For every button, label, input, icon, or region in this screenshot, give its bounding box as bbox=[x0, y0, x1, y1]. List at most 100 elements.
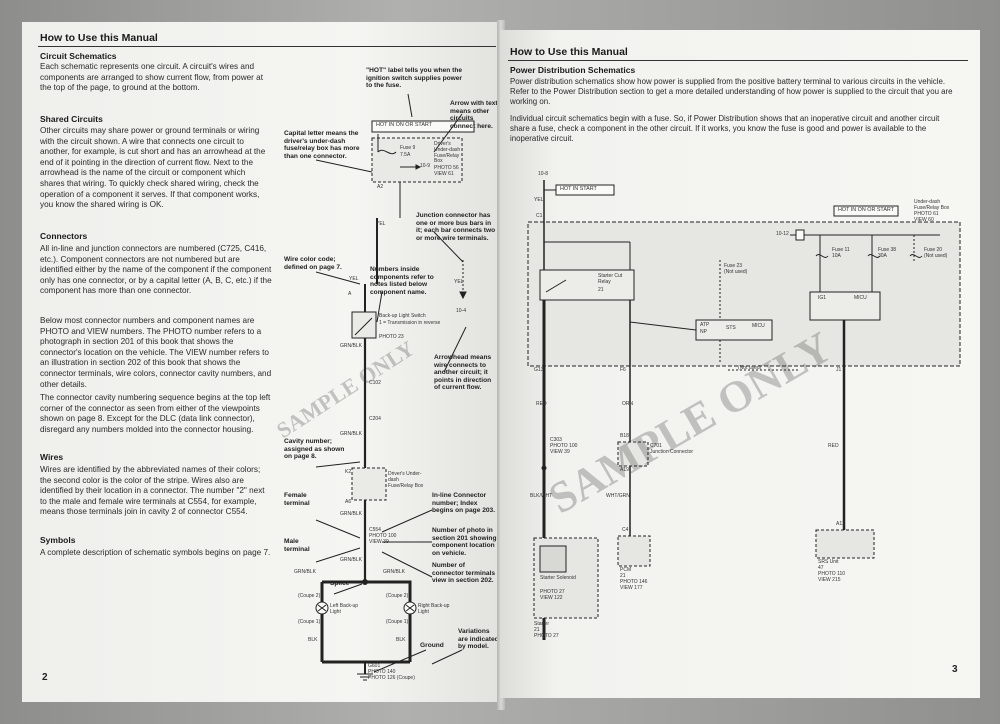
power-distribution-diagram bbox=[527, 180, 961, 640]
cavity-a19: A19 bbox=[620, 467, 629, 473]
fuse-20-notused: (Not used) bbox=[924, 253, 948, 259]
np-label: NP bbox=[700, 329, 707, 335]
c554-view: VIEW 39 bbox=[369, 539, 389, 545]
callout-arrowhead: Arrowhead means wire connects to another… bbox=[434, 354, 492, 392]
section-title-power-distribution: Power Distribution Schematics bbox=[510, 65, 636, 75]
fuse-box-name: Driver's Under-dash Fuse/Relay Box bbox=[434, 141, 461, 165]
wire-red-1: RED bbox=[536, 401, 547, 407]
ref-10-8: 10-8 bbox=[538, 171, 549, 177]
cavity-g13: G13 bbox=[534, 367, 544, 373]
callout-ground: Ground bbox=[420, 642, 444, 649]
pcm-number: 21 bbox=[620, 573, 626, 579]
srs-component bbox=[815, 529, 875, 559]
circuit-example-diagram bbox=[315, 93, 475, 681]
coupe-2-left: (Coupe 2) bbox=[298, 593, 321, 599]
srs-number: 47 bbox=[818, 565, 824, 571]
fuse-38-amps: 30A bbox=[878, 253, 887, 259]
wire-yel: YEL bbox=[534, 197, 544, 203]
hot-on-start-box bbox=[833, 205, 899, 217]
connector-c102: C102 bbox=[369, 380, 381, 386]
wire-blk-wht: BLK/WHT bbox=[530, 493, 553, 499]
hot-label-box bbox=[371, 120, 475, 133]
callout-variations: Variations are indicated by model. bbox=[458, 628, 499, 651]
starter-relay-number: 21 bbox=[598, 287, 604, 293]
fuse-11-amps: 10A bbox=[832, 253, 841, 259]
wire-yel-3: YEL bbox=[454, 279, 464, 285]
cavity-k2: K2 bbox=[345, 469, 352, 475]
callout-numbers-inside: Numbers inside components refer to notes… bbox=[370, 266, 434, 296]
left-page-header: How to Use this Manual bbox=[40, 32, 158, 44]
fuse-box-photo: PHOTO 56 bbox=[434, 165, 459, 171]
callout-hot-label: "HOT" label tells you when the ignition … bbox=[366, 67, 463, 90]
pcm-photo: PHOTO 146 bbox=[620, 579, 648, 585]
coupe-2-right: (Coupe 2) bbox=[386, 593, 409, 599]
starter-solenoid-label: Starter Solenoid bbox=[540, 575, 576, 581]
wire-yel-1: YEL bbox=[376, 221, 386, 227]
fuse-label: Fuse 9 bbox=[400, 145, 416, 151]
cavity-f6: F6 bbox=[620, 367, 626, 373]
callout-junction-connector: Junction connector has one or more bus b… bbox=[416, 212, 496, 242]
callout-splice: Splice bbox=[330, 580, 350, 587]
junction-label: Junction Connector bbox=[650, 449, 694, 455]
right-header-rule bbox=[508, 60, 968, 61]
right-backup-light-label: Right Back-up Light bbox=[418, 603, 450, 615]
para-shared-circuits: Other circuits may share power or ground… bbox=[40, 126, 266, 210]
starter-number: 21 bbox=[534, 627, 540, 633]
left-backup-light-label: Left Back-up Light bbox=[330, 603, 359, 615]
atp-label: ATP bbox=[700, 322, 710, 328]
section-title-symbols: Symbols bbox=[40, 535, 76, 545]
wire-orn: ORN bbox=[622, 401, 634, 407]
para-wires: Wires are identified by the abbreviated … bbox=[40, 465, 265, 517]
cavity-a6: A6 bbox=[345, 499, 352, 505]
left-page-number: 2 bbox=[42, 672, 48, 683]
connector-c701: C701 bbox=[650, 443, 662, 449]
right-page-header: How to Use this Manual bbox=[510, 46, 628, 58]
starter-label: Starter bbox=[534, 621, 550, 627]
callout-arrow-text: Arrow with text means other circuits con… bbox=[450, 100, 498, 130]
connector-c303: C303 bbox=[550, 437, 562, 443]
fuse-23-notused: (Not used) bbox=[724, 269, 748, 275]
callout-capital-letter: Capital letter means the driver's under-… bbox=[284, 130, 360, 160]
c303-photo: PHOTO 100 bbox=[550, 443, 578, 449]
section-title-shared-circuits: Shared Circuits bbox=[40, 114, 103, 124]
callout-wire-color: Wire color code; defined on page 7. bbox=[284, 256, 342, 271]
micu-label-2: MICU bbox=[854, 295, 867, 301]
underdash-photo: PHOTO 61 bbox=[914, 211, 939, 217]
cavity-a: A bbox=[348, 291, 352, 297]
pcm-view: VIEW 177 bbox=[620, 585, 643, 591]
pcm-label: PCM bbox=[620, 567, 632, 573]
callout-connector-view: Number of connector terminals view in se… bbox=[432, 562, 496, 585]
ref-10-12: 10-12 bbox=[776, 231, 789, 237]
switch-name: Back-up Light Switch bbox=[379, 313, 426, 319]
callout-cavity-number: Cavity number; assigned as shown on page… bbox=[284, 438, 345, 461]
ig1-label: IG1 bbox=[818, 295, 827, 301]
coupe-1-left: (Coupe 1) bbox=[298, 619, 321, 625]
sts-label: STS bbox=[726, 325, 736, 331]
fuse-symbol bbox=[377, 149, 397, 155]
starter-photo: PHOTO 27 bbox=[534, 633, 559, 639]
section-title-connectors: Connectors bbox=[40, 231, 88, 241]
right-page: How to Use this Manual Power Distributio… bbox=[500, 30, 980, 698]
callout-female-terminal: Female terminal bbox=[284, 492, 310, 507]
fuse-box-view: VIEW 61 bbox=[434, 171, 454, 177]
hot-in-start-label: HOT IN START bbox=[560, 186, 597, 192]
fuse-box-outline bbox=[371, 137, 463, 183]
cavity-a12: A12 bbox=[836, 521, 845, 527]
srs-unit-label: SRS Unit bbox=[818, 559, 839, 565]
para-cavity-numbering: The connector cavity numbering sequence … bbox=[40, 393, 271, 434]
fuse-38-label: Fuse 38 bbox=[878, 247, 897, 253]
solenoid-view: VIEW 122 bbox=[540, 595, 563, 601]
coupe-1-right: (Coupe 1) bbox=[386, 619, 409, 625]
underdash-view: VIEW 60 bbox=[914, 217, 934, 223]
switch-note: 1 = Transmission in reverse bbox=[379, 320, 441, 326]
micu-label: MICU bbox=[752, 323, 765, 329]
wire-blk-right: BLK bbox=[396, 637, 406, 643]
ground-g601: G601 bbox=[368, 663, 381, 669]
solenoid-photo: PHOTO 27 bbox=[540, 589, 565, 595]
callout-photo-number: Number of photo in section 201 showing c… bbox=[432, 527, 497, 557]
ref-10-4: 10-4 bbox=[456, 308, 467, 314]
section-title-wires: Wires bbox=[40, 452, 64, 462]
right-page-number: 3 bbox=[952, 664, 958, 675]
notused-bottom: (Not used) bbox=[738, 365, 762, 371]
ref-10-9: 10-9 bbox=[420, 163, 431, 169]
